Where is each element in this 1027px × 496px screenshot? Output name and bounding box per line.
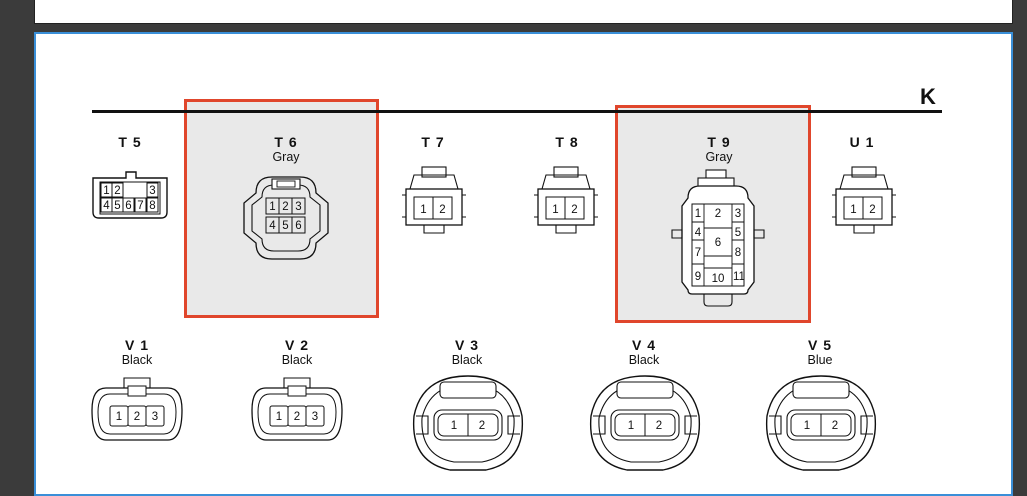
pin-label: 5 bbox=[735, 227, 741, 239]
label-v4: V 4 Black bbox=[584, 337, 704, 368]
pin-label: 1 bbox=[695, 208, 701, 220]
pin-label: 7 bbox=[695, 247, 701, 259]
label-t6: T 6 Gray bbox=[226, 134, 346, 165]
label-t7: T 7 bbox=[373, 134, 493, 150]
connector-code: T 6 bbox=[274, 134, 298, 150]
label-v3: V 3 Black bbox=[407, 337, 527, 368]
connector-code: T 5 bbox=[118, 134, 142, 150]
connector-code: V 4 bbox=[631, 337, 656, 353]
pin-label: 1 bbox=[276, 411, 282, 423]
label-t8: T 8 bbox=[507, 134, 627, 150]
pin-label: 4 bbox=[103, 200, 110, 212]
connector-color: Gray bbox=[272, 150, 300, 164]
pin-label: 2 bbox=[134, 411, 140, 423]
label-t5: T 5 bbox=[70, 134, 190, 150]
pin-label: 1 bbox=[628, 420, 634, 432]
pin-label: 3 bbox=[312, 411, 318, 423]
pin-label: 2 bbox=[571, 204, 577, 216]
connector-code: T 9 bbox=[707, 134, 731, 150]
connector-code: V 2 bbox=[284, 337, 309, 353]
section-rule bbox=[92, 110, 942, 113]
pin-label: 2 bbox=[656, 420, 662, 432]
connector-v3-icon[interactable]: 1 2 bbox=[410, 372, 526, 472]
pin-label: 1 bbox=[552, 204, 558, 216]
pin-label: 3 bbox=[295, 201, 301, 213]
pin-label: 2 bbox=[479, 420, 485, 432]
pin-label: 2 bbox=[294, 411, 300, 423]
connector-code: T 7 bbox=[421, 134, 445, 150]
connector-v2-icon[interactable]: 1 2 3 bbox=[250, 374, 344, 446]
pin-label: 2 bbox=[439, 204, 445, 216]
connector-v1-icon[interactable]: 1 2 3 bbox=[90, 374, 184, 446]
label-v1: V 1 Black bbox=[77, 337, 197, 368]
connector-v4-icon[interactable]: 1 2 bbox=[587, 372, 703, 472]
connector-code: U 1 bbox=[849, 134, 875, 150]
pin-label: 3 bbox=[152, 411, 158, 423]
connector-color: Black bbox=[281, 353, 313, 367]
connector-code: V 3 bbox=[454, 337, 479, 353]
pin-label: 1 bbox=[451, 420, 457, 432]
top-panel bbox=[34, 0, 1013, 24]
pin-label: 1 bbox=[850, 204, 856, 216]
pin-label: 3 bbox=[735, 208, 741, 220]
pin-label: 8 bbox=[735, 247, 741, 259]
pin-label: 2 bbox=[715, 208, 721, 220]
connector-code: T 8 bbox=[555, 134, 579, 150]
highlight-box-t6 bbox=[184, 99, 379, 318]
pin-label: 6 bbox=[125, 200, 131, 212]
connector-t7-icon[interactable]: 1 2 bbox=[402, 166, 466, 241]
pin-label: 1 bbox=[116, 411, 122, 423]
label-v5: V 5 Blue bbox=[760, 337, 880, 368]
pin-label: 2 bbox=[869, 204, 875, 216]
pin-label: 1 bbox=[804, 420, 810, 432]
pin-label: 8 bbox=[149, 200, 155, 212]
connector-t8-icon[interactable]: 1 2 bbox=[534, 166, 598, 241]
pin-label: 6 bbox=[295, 220, 301, 232]
pin-label: 3 bbox=[149, 185, 155, 197]
label-u1: U 1 bbox=[802, 134, 922, 150]
pin-label: 6 bbox=[715, 237, 721, 249]
connector-color: Black bbox=[628, 353, 660, 367]
pin-label: 5 bbox=[282, 220, 288, 232]
pin-label: 11 bbox=[733, 271, 745, 283]
pin-label: 2 bbox=[282, 201, 288, 213]
connector-code: V 1 bbox=[124, 337, 149, 353]
connector-code: V 5 bbox=[807, 337, 832, 353]
connector-color: Blue bbox=[807, 353, 833, 367]
connector-v5-icon[interactable]: 1 2 bbox=[763, 372, 879, 472]
connector-color: Black bbox=[121, 353, 153, 367]
pin-label: 1 bbox=[420, 204, 426, 216]
pin-label: 4 bbox=[269, 220, 276, 232]
pin-label: 2 bbox=[832, 420, 838, 432]
pin-label: 10 bbox=[712, 273, 725, 285]
label-v2: V 2 Black bbox=[237, 337, 357, 368]
pin-label: 7 bbox=[137, 200, 143, 212]
pin-label: 5 bbox=[114, 200, 120, 212]
connector-t6-icon[interactable]: 1 2 3 4 5 6 bbox=[236, 171, 336, 263]
label-t9: T 9 Gray bbox=[659, 134, 779, 165]
connector-diagram-page[interactable]: K T 5 T 6 Gray T 7 T 8 T 9 Gray U 1 V 1 … bbox=[34, 32, 1013, 496]
pin-label: 1 bbox=[103, 185, 109, 197]
connector-color: Black bbox=[451, 353, 483, 367]
section-letter: K bbox=[920, 84, 936, 109]
pin-label: 1 bbox=[269, 201, 275, 213]
connector-u1-icon[interactable]: 1 2 bbox=[832, 166, 896, 241]
pin-label: 2 bbox=[114, 185, 120, 197]
connector-color: Gray bbox=[705, 150, 733, 164]
connector-t9-icon[interactable]: 1 2 3 4 5 6 7 8 9 10 11 bbox=[668, 169, 768, 307]
connector-t5-icon[interactable]: 1 2 3 4 5 6 7 8 bbox=[90, 164, 170, 224]
pin-label: 9 bbox=[695, 271, 701, 283]
pin-label: 4 bbox=[695, 227, 702, 239]
